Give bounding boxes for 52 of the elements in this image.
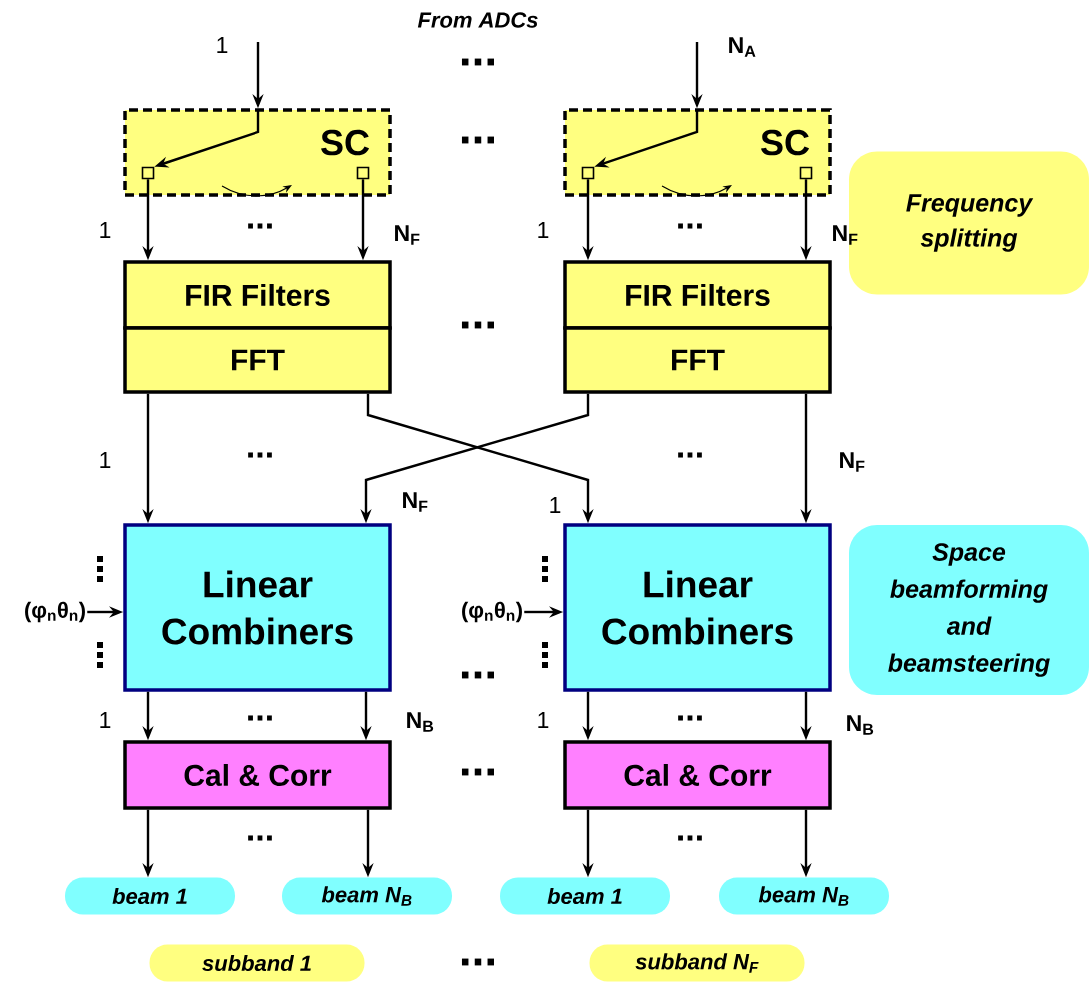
ellipsis: ... bbox=[678, 223, 702, 229]
heading: From ADCs bbox=[417, 12, 538, 28]
port-number: 1 bbox=[100, 452, 111, 468]
ellipsis: ... bbox=[461, 136, 494, 144]
ellipsis: ... bbox=[461, 768, 494, 776]
ellipsis: ... bbox=[461, 671, 494, 679]
ellipsis: ... bbox=[248, 835, 272, 841]
port-number: 1 bbox=[538, 222, 549, 238]
port-symbol: N$_{F}$ bbox=[833, 225, 858, 245]
output-pill: beam 1 bbox=[500, 877, 670, 915]
port-square bbox=[799, 166, 813, 180]
ellipsis: ... bbox=[678, 835, 702, 841]
process-box: FIR Filters bbox=[563, 260, 832, 330]
process-box: FFT bbox=[563, 326, 832, 394]
port-number: 1 bbox=[100, 222, 111, 238]
ellipsis: ... bbox=[248, 715, 272, 721]
process-box: Linear Combiners bbox=[123, 523, 392, 692]
ellipsis: ... bbox=[678, 715, 702, 721]
process-box: Cal & Corr bbox=[563, 740, 832, 810]
ellipsis: ... bbox=[461, 58, 494, 66]
switch-box: SC bbox=[563, 108, 832, 197]
switch-box: SC bbox=[123, 108, 392, 197]
output-pill: beam N$_{B}$ bbox=[719, 877, 889, 915]
port-number: 1 bbox=[538, 712, 549, 728]
port-symbol: N$_{A}$ bbox=[729, 37, 756, 57]
ellipsis: ... bbox=[248, 452, 272, 458]
port-symbol: N$_{B}$ bbox=[847, 715, 874, 735]
ellipsis: ... bbox=[461, 321, 494, 329]
port-square bbox=[141, 166, 155, 180]
ellipsis: ... bbox=[461, 958, 494, 966]
port-square bbox=[581, 166, 595, 180]
output-pill: beam 1 bbox=[65, 877, 235, 915]
port-symbol: N$_{B}$ bbox=[407, 712, 434, 732]
ellipsis: ... bbox=[678, 452, 702, 458]
port-square bbox=[356, 166, 370, 180]
port-symbol: N$_{F}$ bbox=[840, 452, 865, 472]
subband-pill: subband 1 bbox=[149, 944, 365, 982]
note-box: Space beamforming and beamsteering bbox=[849, 525, 1089, 695]
process-box: FFT bbox=[123, 326, 392, 394]
port-number: 1 bbox=[550, 497, 561, 513]
port-number: 1 bbox=[100, 712, 111, 728]
ellipsis: ... bbox=[248, 223, 272, 229]
angle-label: (φ$_{n}$θ$_{n}$) bbox=[25, 601, 85, 623]
process-box: Linear Combiners bbox=[563, 523, 832, 692]
port-symbol: N$_{F}$ bbox=[395, 225, 420, 245]
process-box: FIR Filters bbox=[123, 260, 392, 330]
output-pill: beam N$_{B}$ bbox=[282, 877, 452, 915]
subband-pill: subband N$_{F}$ bbox=[589, 944, 805, 982]
process-box: Cal & Corr bbox=[123, 740, 392, 810]
angle-label: (φ$_{n}$θ$_{n}$) bbox=[462, 601, 522, 623]
port-symbol: N$_{F}$ bbox=[403, 492, 428, 512]
port-number: 1 bbox=[217, 37, 228, 53]
